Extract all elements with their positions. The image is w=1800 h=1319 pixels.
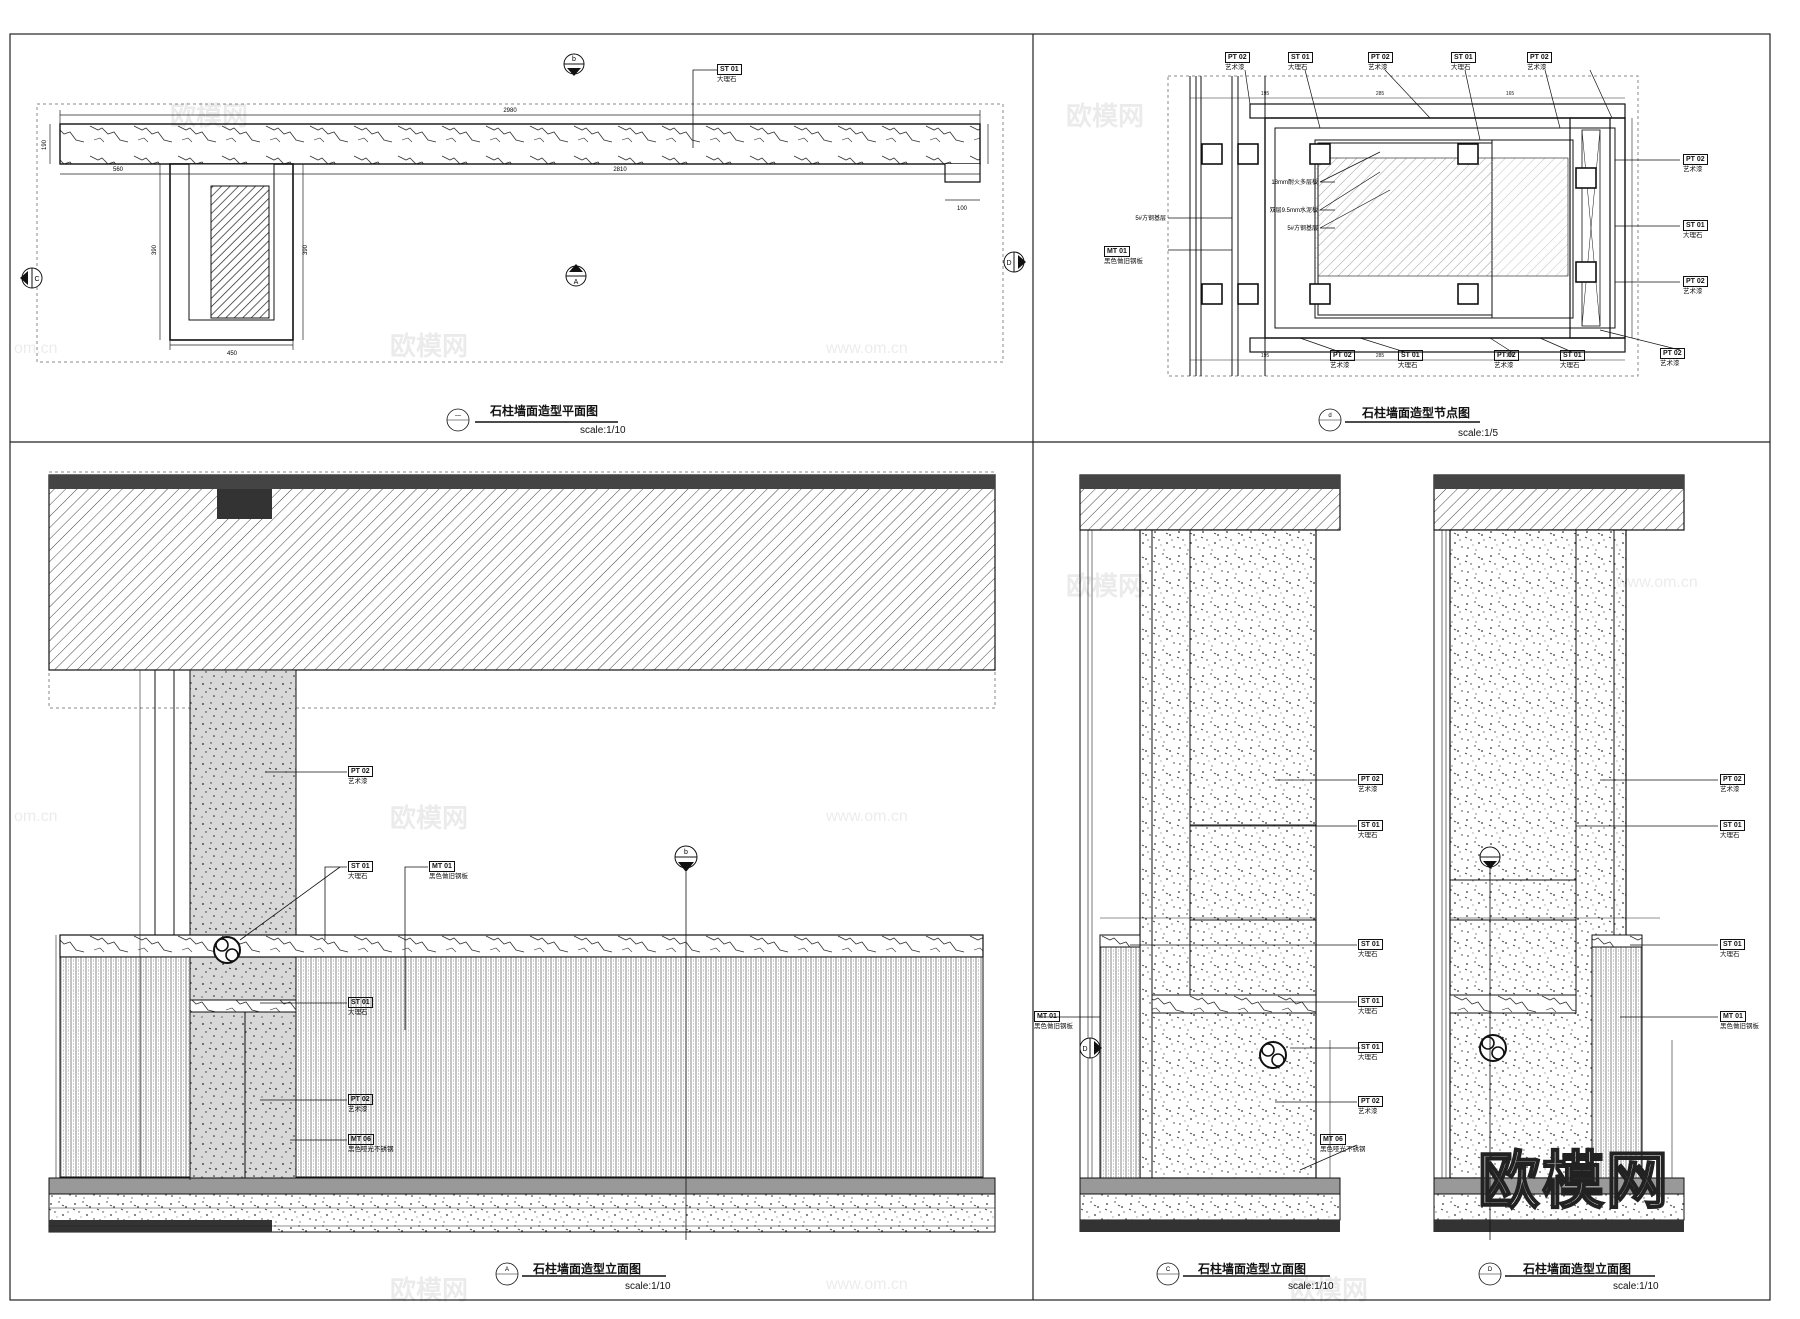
elevation-a-panel: b A (48, 471, 996, 1286)
marker-b-top: b (563, 53, 585, 76)
svg-text:285: 285 (1376, 353, 1385, 359)
callout-d-elev-c (1259, 1041, 1360, 1069)
callout-d-elev-a (213, 866, 341, 964)
plan-dim-col-h: 390 (152, 244, 158, 255)
elev-a-scale: scale:1/10 (625, 1281, 671, 1292)
plan-dim-col-h2: 390 (303, 244, 309, 255)
plan-dim-left: 560 (113, 167, 124, 173)
plan-dim-col-w: 450 (227, 351, 238, 357)
marker-d-plan: D (1003, 251, 1026, 273)
plan-marker: — (455, 413, 461, 419)
plan-scale: scale:1/10 (580, 425, 626, 436)
svg-text:b: b (572, 56, 576, 63)
plan-title: 石柱墙面造型平面图 (490, 404, 599, 418)
svg-text:285: 285 (1376, 91, 1385, 97)
plan-dim-right: 2810 (613, 167, 627, 173)
svg-text:195: 195 (1261, 353, 1270, 359)
elev-d-scale: scale:1/10 (1613, 1281, 1659, 1292)
elev-a-title: 石柱墙面造型立面图 (533, 1262, 642, 1276)
elevation-d-panel: D (1433, 474, 1718, 1286)
svg-text:D: D (1082, 1046, 1087, 1053)
marker-d-elev-c: D (1079, 1037, 1102, 1059)
marker-b-elev: b (674, 845, 698, 1240)
marker-a-plan: A (565, 264, 587, 287)
svg-text:b: b (684, 849, 688, 856)
svg-text:D: D (1006, 260, 1011, 267)
node-marker: d (1328, 413, 1331, 419)
node-note-plywood: 18mm耐火多层板 (1271, 178, 1318, 186)
elev-c-marker: C (1166, 1267, 1171, 1273)
node-title: 石柱墙面造型节点图 (1362, 406, 1471, 420)
node-note-steel-left: 5#方钢基层 (1135, 214, 1166, 222)
svg-text:195: 195 (1261, 91, 1270, 97)
plan-dim-small: 100 (957, 206, 968, 212)
callout-d-elev-d (1479, 1034, 1507, 1062)
svg-text:C: C (34, 276, 39, 283)
elevation-c-panel: D C (1040, 474, 1360, 1286)
node-panel: 195 285 165 195 285 165 18mm耐火多层板 双层9.5mm水泥板… (1135, 69, 1681, 432)
svg-text:A: A (574, 279, 579, 286)
elev-c-scale: scale:1/10 (1288, 1281, 1334, 1292)
node-note-steel: 5#方钢基层 (1287, 224, 1318, 232)
watermark-logo: 欧模网 (1477, 1146, 1671, 1217)
elev-a-marker: A (505, 1267, 509, 1273)
plan-panel: 2980 560 2810 450 390 390 190 100 b A C (20, 53, 1026, 432)
node-note-cement: 双层9.5mm水泥板 (1270, 206, 1318, 214)
svg-text:165: 165 (1506, 353, 1515, 359)
svg-text:165: 165 (1506, 91, 1515, 97)
plan-dim-total: 2980 (503, 108, 517, 114)
marker-c-elev-d (1479, 846, 1501, 1240)
elev-d-title: 石柱墙面造型立面图 (1523, 1262, 1632, 1276)
elev-d-marker: D (1488, 1267, 1493, 1273)
elev-c-title: 石柱墙面造型立面图 (1198, 1262, 1307, 1276)
marker-c-plan: C (20, 267, 43, 289)
plan-dim-depth: 190 (42, 139, 48, 150)
node-scale: scale:1/5 (1458, 428, 1499, 439)
